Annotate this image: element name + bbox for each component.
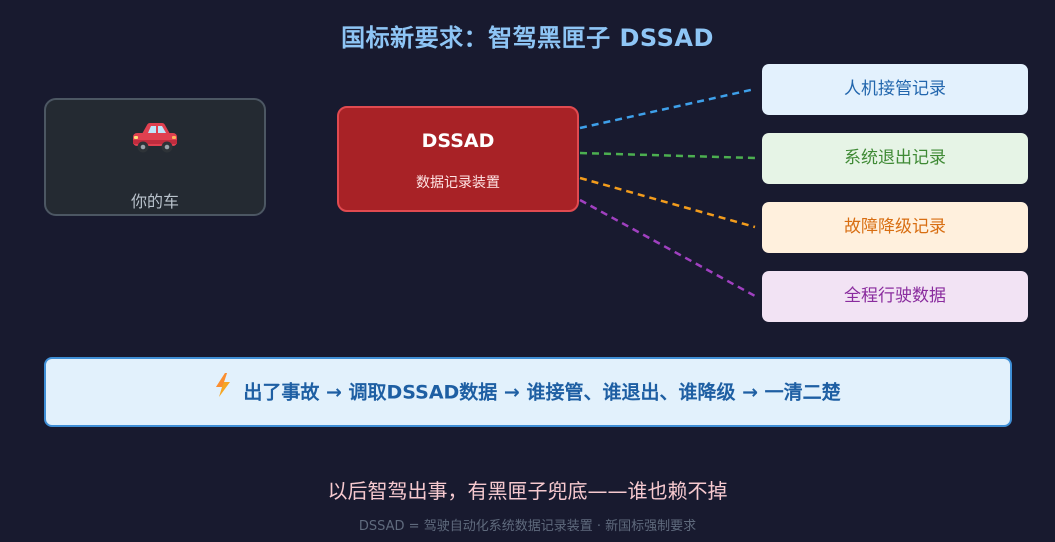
- page-title: 国标新要求：智驾黑匣子 DSSAD: [341, 24, 714, 52]
- lightning-icon: [215, 358, 231, 424]
- tagline: 以后智驾出事，有黑匣子兜底——谁也赖不掉: [327, 479, 728, 503]
- car-node: 你的车: [44, 98, 266, 216]
- process-banner: 出了事故 → 调取DSSAD数据 → 谁接管、谁退出、谁降级 → 一清二楚: [44, 357, 1012, 427]
- dssad-node: DSSAD 数据记录装置: [337, 106, 579, 212]
- connector-line-1: [579, 151, 756, 160]
- record-driving-data: 全程行驶数据: [762, 271, 1028, 322]
- connector-line-2: [579, 176, 756, 229]
- car-label: 你的车: [130, 192, 179, 211]
- connector-line-3: [579, 198, 756, 298]
- record-fault-degrade: 故障降级记录: [762, 202, 1028, 253]
- dssad-name: DSSAD: [421, 130, 495, 152]
- record-takeover: 人机接管记录: [762, 64, 1028, 115]
- record-system-exit: 系统退出记录: [762, 133, 1028, 184]
- footnote: DSSAD = 驾驶自动化系统数据记录装置 · 新国标强制要求: [358, 519, 697, 534]
- dssad-subtitle: 数据记录装置: [416, 175, 500, 191]
- banner-text: 出了事故 → 调取DSSAD数据 → 谁接管、谁退出、谁降级 → 一清二楚: [243, 381, 841, 404]
- car-icon: [46, 120, 264, 158]
- connector-line-0: [579, 87, 756, 130]
